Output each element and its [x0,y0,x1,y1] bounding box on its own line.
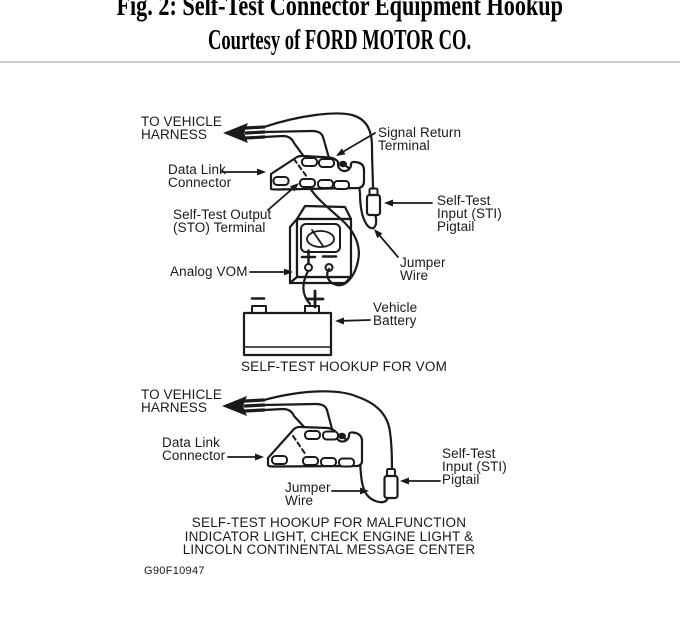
vom-battery-lead [302,269,312,306]
label-jumper-wire-2: Jumper Wire [285,480,331,508]
label-data-link-connector: Data Link Connector [168,162,232,190]
meter-plus-symbol [300,249,317,265]
vom-caption: SELF-TEST HOOKUP FOR VOM [240,359,448,374]
harness-loop-wire [262,112,375,192]
signal-return-terminal [339,160,347,168]
mil-hookup-drawing [222,390,441,504]
battery-plus-symbol [305,289,325,309]
label-vehicle-battery: Vehicle Battery [373,300,418,328]
vehicle-battery-drawing [242,289,333,357]
label-sto-terminal: Self-Test Output (STO) Terminal [173,207,272,235]
connector-terminals [272,157,350,190]
meter-dial [306,230,335,248]
harness-arrow-icon [222,396,247,416]
data-link-connector [266,425,364,468]
harness-loop-wire [262,390,394,472]
figure-title: Fig. 2: Self-Test Connector Equipment Ho… [0,0,680,21]
vom-sto-lead [308,186,360,287]
label-data-link-connector-2: Data Link Connector [162,435,226,463]
mil-caption: SELF-TEST HOOKUP FOR MALFUNCTION INDICAT… [182,515,476,557]
meter-terminal-plus [304,263,313,272]
sti-pigtail-connector [383,468,399,500]
harness-wire-right [262,129,331,160]
analog-vom-meter [288,204,353,285]
header-divider [0,61,680,63]
label-jumper-wire: Jumper Wire [400,255,446,283]
meter-needle [311,229,324,247]
mil-leader-arrows [227,453,441,495]
sto-dashed-line [293,158,308,178]
figure-code: G90F10947 [144,565,205,577]
harness-wire-right [262,402,334,431]
label-analog-vom: Analog VOM [170,264,248,279]
connector-terminals [271,430,355,468]
harness-wire-left [262,134,307,160]
figure-subtitle: Courtesy of FORD MOTOR CO. [0,25,680,55]
label-sti-pigtail: Self-Test Input (STI) Pigtail [437,193,502,234]
label-to-vehicle-harness: TO VEHICLE HARNESS [141,114,223,142]
label-to-vehicle-harness-2: TO VEHICLE HARNESS [141,387,223,415]
label-signal-return-terminal: Signal Return Terminal [378,125,462,153]
harness-arrow-icon [223,123,248,143]
vom-leader-arrows [221,132,433,325]
harness-wire-left [262,407,308,431]
vom-hookup-drawing [221,112,433,357]
figure-title-text: Fig. 2: Self-Test Connector Equipment Ho… [116,0,564,22]
figure-subtitle-text: Courtesy of FORD MOTOR CO. [208,24,472,56]
label-sti-pigtail-2: Self-Test Input (STI) Pigtail [442,446,507,487]
sti-pigtail-connector [365,187,382,217]
sto-dashed-line [292,435,307,456]
signal-return-terminal [338,432,346,440]
